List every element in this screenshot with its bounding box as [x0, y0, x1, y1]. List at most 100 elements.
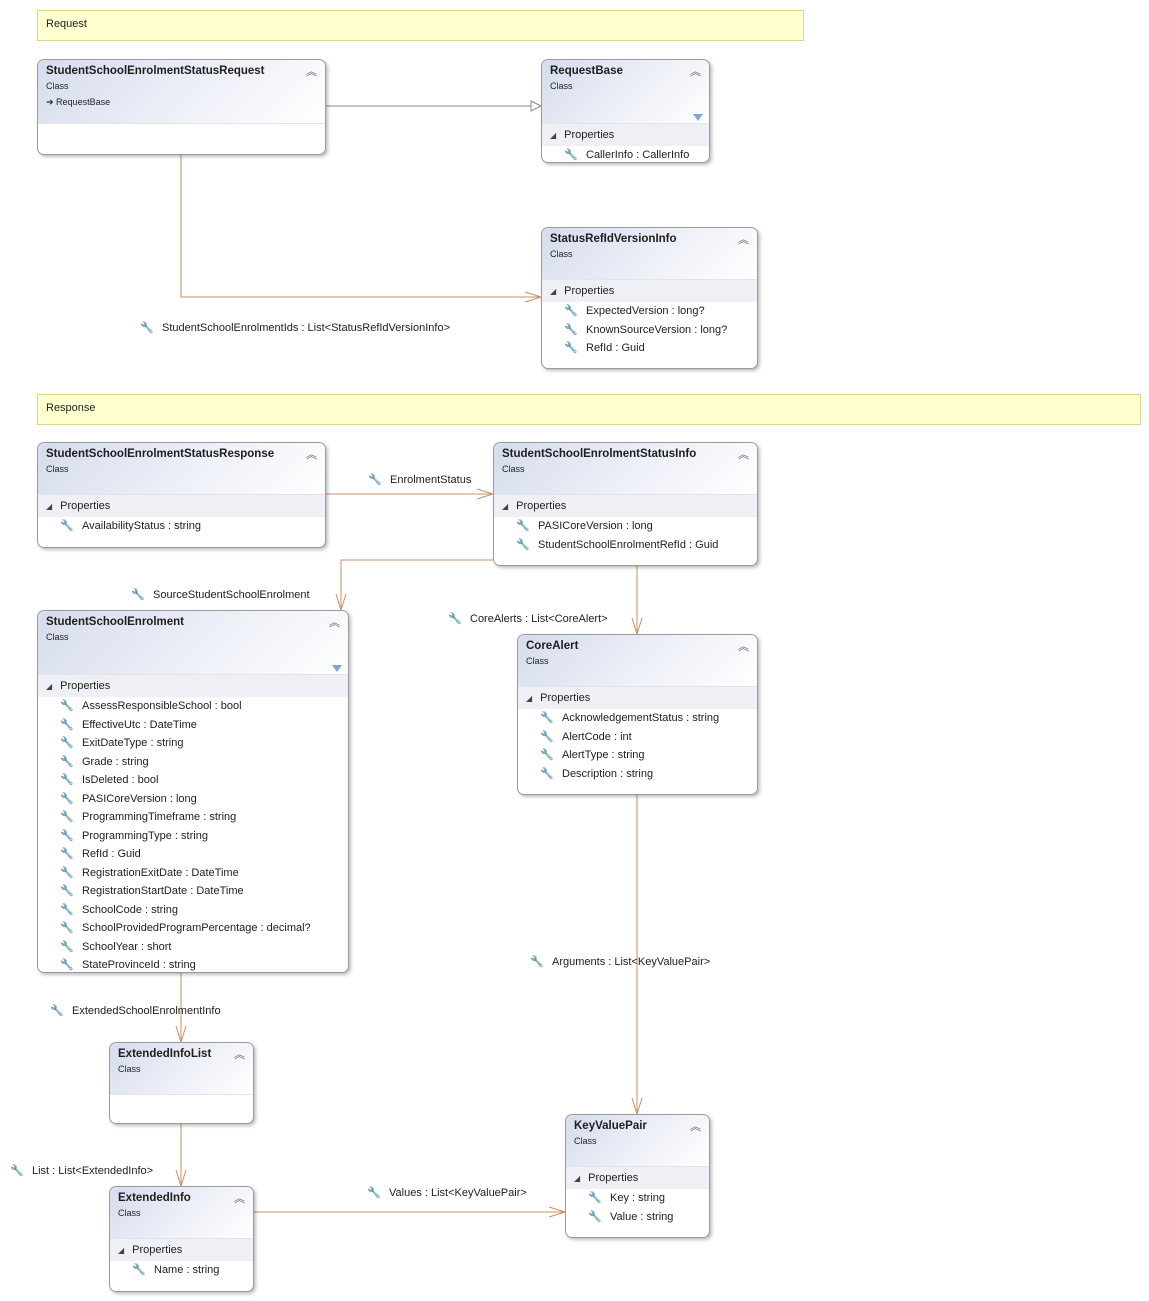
expand-triangle-icon[interactable]: ◢ [550, 287, 557, 296]
properties-section-header[interactable]: ◢Properties [38, 495, 325, 517]
property-row[interactable]: 🔧KnownSourceVersion : long? [542, 321, 757, 340]
property-row[interactable]: 🔧EffectiveUtc : DateTime [38, 716, 348, 735]
wrench-property-icon: 🔧 [367, 1187, 381, 1200]
property-text: IsDeleted : bool [82, 774, 159, 786]
property-row[interactable]: 🔧 Value : string [566, 1208, 709, 1227]
collapse-chevron-icon[interactable]: ︽ [690, 66, 701, 78]
expand-triangle-icon[interactable]: ◢ [502, 502, 509, 511]
expand-triangle-icon[interactable]: ◢ [46, 682, 53, 691]
property-row[interactable]: 🔧AssessResponsibleSchool : bool [38, 697, 348, 716]
properties-section-header[interactable]: ◢ Properties [542, 280, 757, 302]
expand-triangle-icon[interactable]: ◢ [118, 1246, 125, 1255]
property-row[interactable]: 🔧RegistrationStartDate : DateTime [38, 882, 348, 901]
wrench-property-icon: 🔧 [60, 829, 74, 842]
section-label: Properties [564, 285, 615, 297]
property-row[interactable]: 🔧Grade : string [38, 753, 348, 772]
filter-icon[interactable] [693, 114, 703, 121]
wrench-property-icon: 🔧 [540, 712, 554, 725]
property-row[interactable]: 🔧IsDeleted : bool [38, 771, 348, 790]
property-text: AvailabilityStatus : string [82, 520, 202, 532]
property-text: ProgrammingTimeframe : string [82, 811, 237, 823]
class-kind: Class [502, 464, 525, 474]
property-row[interactable]: 🔧PASICoreVersion : long [38, 790, 348, 809]
collapse-chevron-icon[interactable]: ︽ [306, 449, 317, 461]
property-row[interactable]: 🔧ProgrammingTimeframe : string [38, 808, 348, 827]
properties-section-header[interactable]: ◢Properties [518, 687, 757, 709]
wrench-property-icon: 🔧 [50, 1005, 64, 1018]
property-row[interactable]: 🔧SchoolYear : short [38, 938, 348, 957]
expand-triangle-icon[interactable]: ◢ [550, 131, 557, 140]
property-row[interactable]: 🔧RegistrationExitDate : DateTime [38, 864, 348, 883]
expand-triangle-icon[interactable]: ◢ [574, 1174, 581, 1183]
property-text: KnownSourceVersion : long? [586, 323, 728, 336]
property-row[interactable]: 🔧Description : string [518, 765, 757, 784]
association-label-text: Arguments : List<KeyValuePair> [552, 956, 711, 968]
note-request: Request [37, 10, 804, 41]
collapse-chevron-icon[interactable]: ︽ [306, 66, 317, 78]
class-name: StudentSchoolEnrolment [46, 616, 184, 628]
property-row[interactable]: 🔧AlertType : string [518, 746, 757, 765]
wrench-property-icon: 🔧 [530, 956, 544, 969]
property-row[interactable]: 🔧PASICoreVersion : long [494, 517, 757, 536]
property-row[interactable]: 🔧StudentSchoolEnrolmentRefId : Guid [494, 536, 757, 555]
inheritance-arrowhead[interactable] [530, 100, 543, 112]
property-row[interactable]: 🔧RefId : Guid [38, 845, 348, 864]
properties-section-header[interactable]: ◢ Properties [494, 495, 757, 517]
association-line[interactable] [180, 155, 541, 298]
class-kind: Class [550, 81, 573, 91]
property-row[interactable]: 🔧Name : string [110, 1261, 253, 1280]
association-label: 🔧List : List<ExtendedInfo> [10, 1164, 153, 1178]
property-text: PASICoreVersion : long [82, 792, 197, 805]
collapse-chevron-icon[interactable]: ︽ [690, 1121, 701, 1133]
properties-section-header[interactable]: ◢Properties [38, 675, 348, 697]
property-row[interactable]: 🔧ExpectedVersion : long? [542, 302, 757, 321]
class-name: KeyValuePair [574, 1120, 647, 1132]
collapse-chevron-icon[interactable]: ︽ [329, 617, 340, 629]
properties-section-header[interactable]: ◢Properties [542, 124, 709, 146]
expand-triangle-icon[interactable]: ◢ [526, 694, 533, 703]
property-row[interactable]: 🔧SchoolProvidedProgramPercentage : decim… [38, 919, 348, 938]
collapse-chevron-icon[interactable]: ︽ [234, 1193, 245, 1205]
note-response: Response [37, 394, 1141, 425]
section-label: Properties [516, 500, 567, 512]
properties-section-header[interactable]: ◢Properties [110, 1239, 253, 1261]
collapse-chevron-icon[interactable]: ︽ [738, 641, 749, 653]
collapse-chevron-icon[interactable]: ︽ [234, 1049, 245, 1061]
property-row[interactable]: 🔧CallerInfo : CallerInfo [542, 146, 709, 162]
association-line[interactable] [340, 559, 493, 610]
collapse-chevron-icon[interactable]: ︽ [738, 449, 749, 461]
property-text: Value : string [610, 1210, 674, 1223]
property-text: AlertCode : int [562, 730, 632, 743]
property-text: AcknowledgementStatus : string [562, 712, 720, 724]
property-row[interactable]: 🔧SchoolCode : string [38, 901, 348, 920]
property-row[interactable]: 🔧AlertCode : int [518, 728, 757, 747]
property-row[interactable]: 🔧Key : string [566, 1189, 709, 1208]
property-text: RegistrationExitDate : DateTime [82, 866, 239, 879]
property-row[interactable]: 🔧RefId : Guid [542, 339, 757, 358]
wrench-property-icon: 🔧 [60, 903, 74, 916]
base-class-name: RequestBase [56, 97, 111, 107]
properties-section-header[interactable]: ◢Properties [566, 1167, 709, 1189]
wrench-property-icon: 🔧 [60, 520, 74, 533]
wrench-property-icon: 🔧 [588, 1210, 602, 1223]
property-row[interactable]: 🔧ExitDateType : string [38, 734, 348, 753]
property-row[interactable]: 🔧StateProvinceId : string [38, 956, 348, 972]
property-text: RegistrationStartDate : DateTime [82, 885, 244, 897]
filter-icon[interactable] [332, 665, 342, 672]
association-label: 🔧 Arguments : List<KeyValuePair> [530, 955, 710, 969]
property-row[interactable]: 🔧 AvailabilityStatus : string [38, 517, 325, 536]
collapse-chevron-icon[interactable]: ︽ [738, 234, 749, 246]
expand-triangle-icon[interactable]: ◢ [46, 502, 53, 511]
property-row[interactable]: 🔧 AcknowledgementStatus : string [518, 709, 757, 728]
property-row[interactable]: 🔧ProgrammingType : string [38, 827, 348, 846]
